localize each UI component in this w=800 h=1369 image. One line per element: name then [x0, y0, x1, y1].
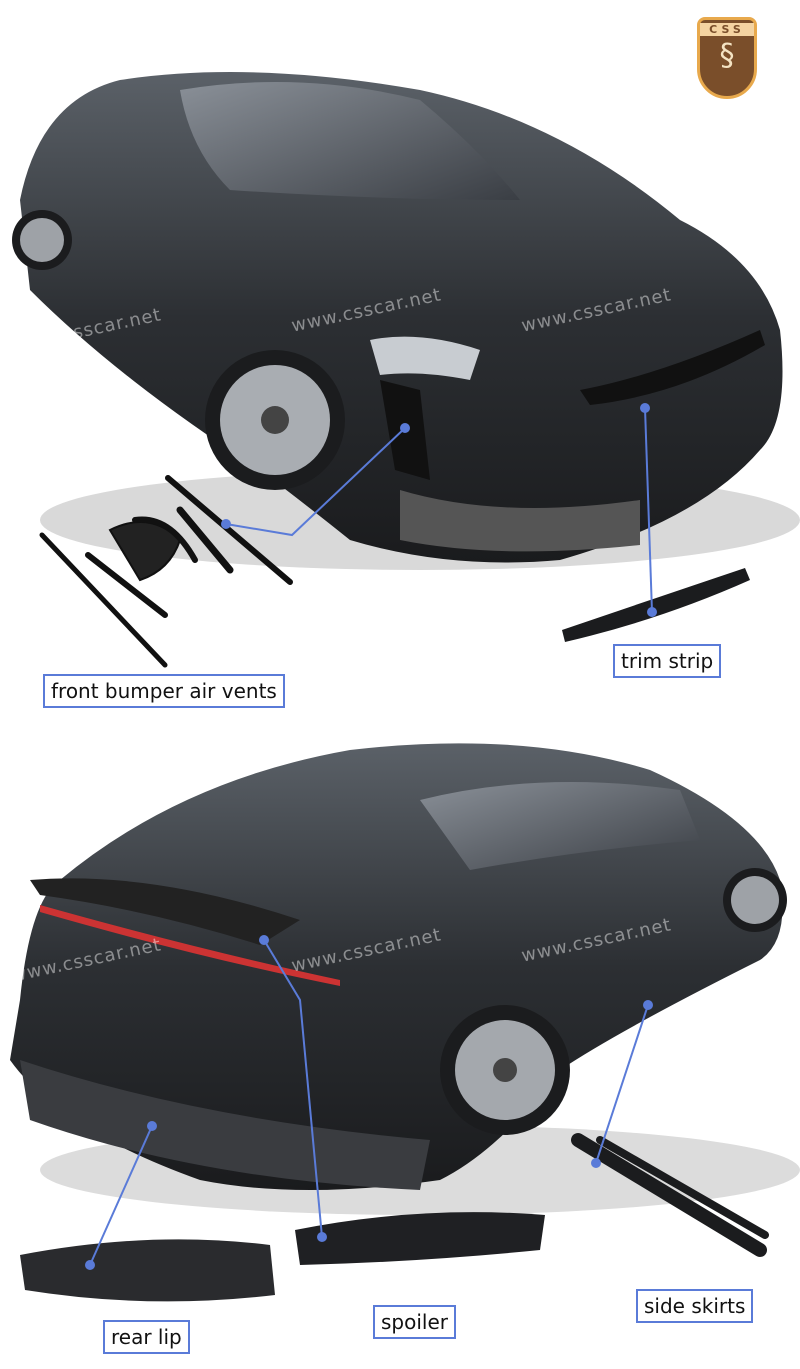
- dragon-icon: §: [719, 38, 735, 73]
- label-front-bumper-air-vents: front bumper air vents: [43, 674, 285, 708]
- logo-text: CSS: [700, 23, 754, 36]
- rear-lip-part: [20, 1239, 275, 1302]
- rear-car-photo: [10, 743, 800, 1215]
- callout-lines-front: [221, 403, 657, 617]
- front-car-photo: [12, 72, 800, 570]
- front-vent-parts: [39, 475, 293, 668]
- label-spoiler: spoiler: [373, 1305, 456, 1339]
- trim-strip-part: [562, 568, 750, 642]
- label-rear-lip: rear lip: [103, 1320, 190, 1354]
- label-side-skirts: side skirts: [636, 1289, 754, 1323]
- side-skirts-part: [571, 1133, 769, 1257]
- css-logo: CSS §: [697, 17, 757, 99]
- callout-lines-rear: [85, 935, 653, 1270]
- spoiler-part: [295, 1212, 545, 1265]
- label-trim-strip: trim strip: [613, 644, 722, 678]
